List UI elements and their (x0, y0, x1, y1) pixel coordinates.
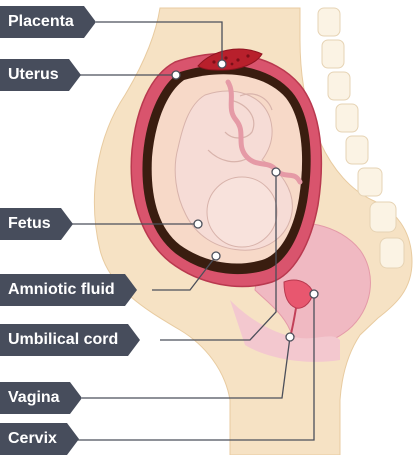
label-umbilical-cord: Umbilical cord (0, 324, 128, 356)
anchor-placenta (218, 60, 226, 68)
anchor-umbilical-cord (272, 168, 280, 176)
label-placenta: Placenta (0, 6, 84, 38)
fetus-head (207, 177, 277, 247)
anchor-uterus (172, 71, 180, 79)
anchor-cervix (310, 290, 318, 298)
label-amniotic-fluid: Amniotic fluid (0, 274, 125, 306)
anchor-vagina (286, 333, 294, 341)
label-vagina: Vagina (0, 382, 70, 414)
label-uterus: Uterus (0, 59, 69, 91)
anchor-fetus (194, 220, 202, 228)
label-fetus: Fetus (0, 208, 61, 240)
label-cervix: Cervix (0, 423, 67, 455)
anchor-amniotic-fluid (212, 252, 220, 260)
